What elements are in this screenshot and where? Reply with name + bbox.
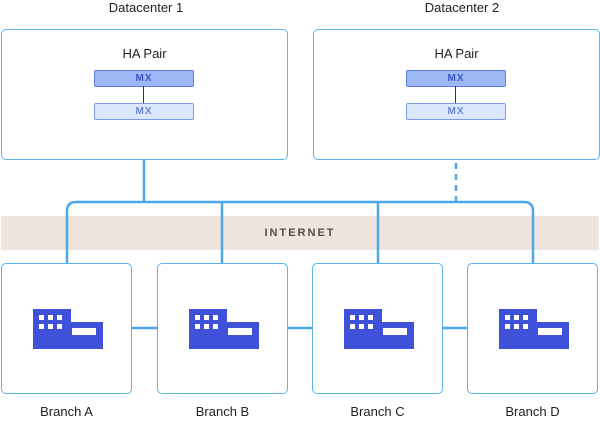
internet-label: INTERNET bbox=[264, 227, 336, 239]
mx-primary-appliance[interactable]: MX bbox=[406, 70, 506, 87]
branch-b[interactable] bbox=[157, 263, 288, 394]
internet-band: INTERNET bbox=[1, 216, 599, 250]
datacenter-1-title: Datacenter 1 bbox=[108, 0, 184, 15]
branch-d[interactable] bbox=[467, 263, 598, 394]
building-icon bbox=[189, 309, 259, 349]
ha-link bbox=[455, 86, 456, 104]
building-icon bbox=[33, 309, 103, 349]
branch-d-label: Branch D bbox=[505, 404, 560, 419]
mx-secondary-appliance[interactable]: MX bbox=[406, 103, 506, 120]
ha-link bbox=[143, 86, 144, 104]
building-icon bbox=[344, 309, 414, 349]
branch-a[interactable] bbox=[1, 263, 132, 394]
internet-bus-line bbox=[65, 200, 535, 263]
mx-secondary-appliance[interactable]: MX bbox=[94, 103, 194, 120]
branch-b-label: Branch B bbox=[195, 404, 250, 419]
mx-primary-appliance[interactable]: MX bbox=[94, 70, 194, 87]
datacenter-1[interactable]: HA Pair MX MX bbox=[1, 29, 288, 160]
building-icon bbox=[499, 309, 569, 349]
ha-pair-label: HA Pair bbox=[434, 46, 479, 61]
datacenter-2[interactable]: HA Pair MX MX bbox=[313, 29, 600, 160]
datacenter-2-title: Datacenter 2 bbox=[424, 0, 500, 15]
branch-c-label: Branch C bbox=[350, 404, 405, 419]
branch-c[interactable] bbox=[312, 263, 443, 394]
branch-a-label: Branch A bbox=[40, 404, 93, 419]
ha-pair-label: HA Pair bbox=[122, 46, 167, 61]
